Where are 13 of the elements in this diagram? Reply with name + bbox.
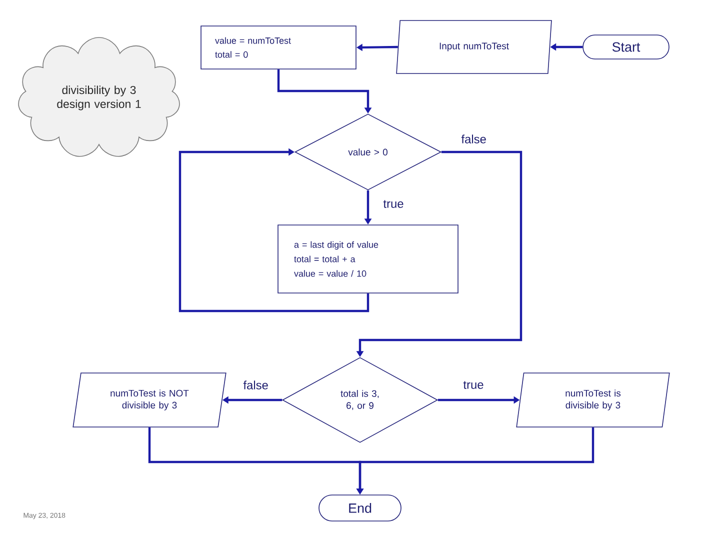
edge-label: false	[461, 134, 486, 144]
edge-label: true	[463, 381, 484, 389]
terminal-box: End	[318, 494, 402, 522]
arrow	[178, 148, 370, 312]
io-parallelogram: numToTest is divisible by 3	[516, 372, 670, 428]
io-parallelogram: numToTest is NOT divisible by 3	[72, 372, 226, 428]
io-parallelogram: Input numToTest	[396, 20, 552, 74]
edge-label: false	[243, 380, 268, 390]
cloud-note: divisibility by 3 design version 1	[18, 37, 180, 157]
terminal-box: Start	[582, 34, 670, 60]
process-box: a = last digit of value total = total + a value = value / 10	[278, 224, 458, 294]
process-box: value = numToTest total = 0	[200, 26, 356, 70]
edge-label: true	[383, 200, 404, 208]
